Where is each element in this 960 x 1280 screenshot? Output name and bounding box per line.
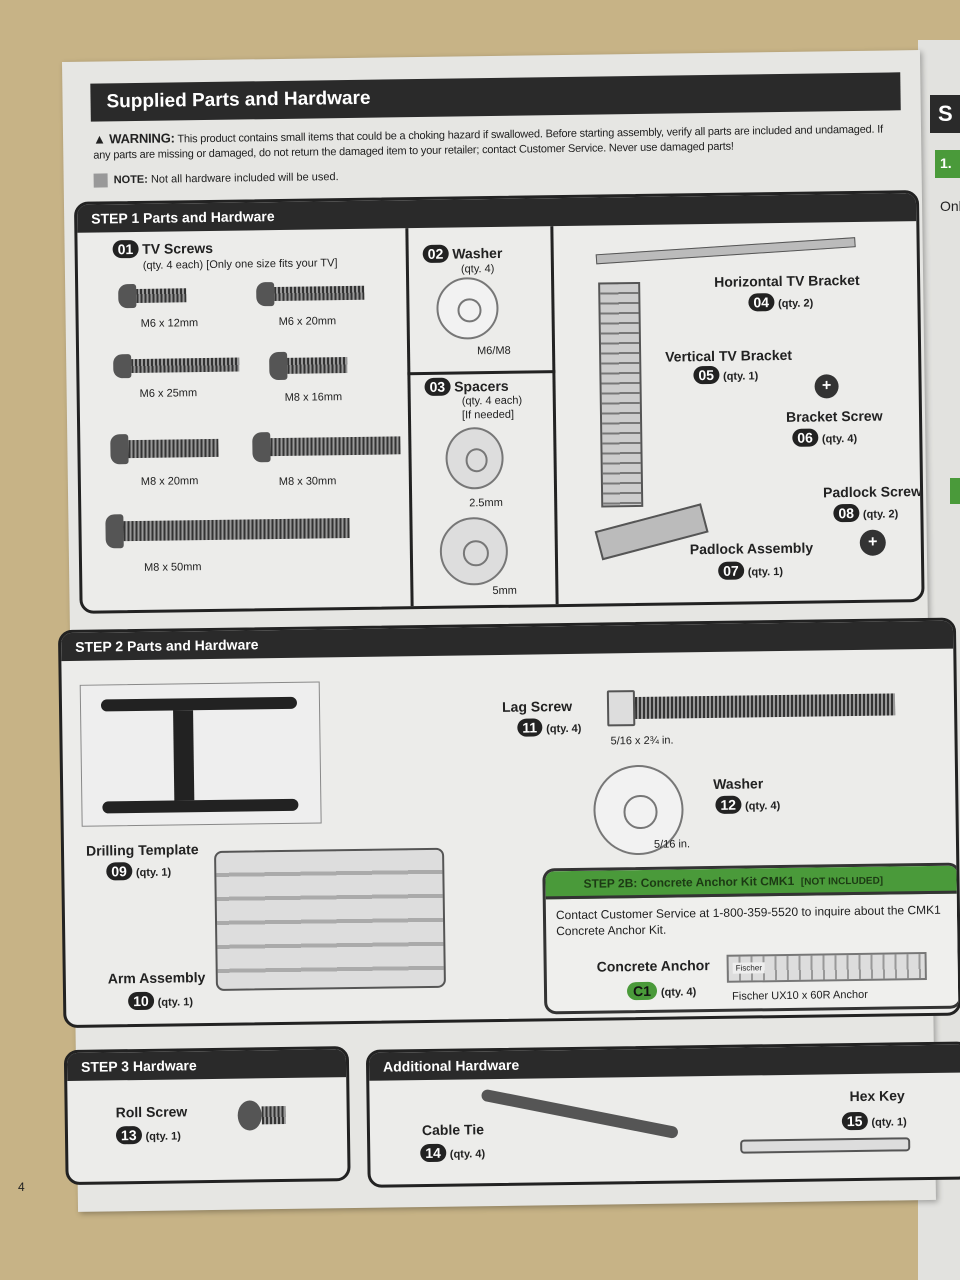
- concrete-anchor-desc: Fischer UX10 x 60R Anchor: [732, 988, 868, 1003]
- page-number: 4: [18, 1180, 25, 1194]
- next-page-text: Onl: [940, 198, 960, 214]
- horizontal-bracket-label: Horizontal TV Bracket: [714, 271, 860, 290]
- next-page-step: 1.: [935, 150, 960, 178]
- washer-qty: (qty. 4): [460, 262, 495, 276]
- bracket-screw-icon: +: [814, 374, 839, 399]
- spacer-size: 5mm: [492, 584, 517, 598]
- drilling-template-label: Drilling Template: [85, 841, 199, 859]
- note-icon: [93, 173, 108, 188]
- padlock-screw-num: 08(qty. 2): [833, 503, 898, 523]
- screw-m8x50: [105, 511, 351, 549]
- lag-screw-image: [606, 686, 912, 727]
- note-label: NOTE:: [113, 173, 148, 187]
- screw-size: M8 x 50mm: [143, 561, 202, 574]
- washer-image: [436, 276, 499, 340]
- next-page-marker: [950, 478, 960, 504]
- step2b-header: STEP 2B: Concrete Anchor Kit CMK1 [NOT I…: [545, 865, 958, 900]
- arm-assembly-label: Arm Assembly: [107, 969, 206, 987]
- tv-screws-qty: (qty. 4 each) [Only one size fits your T…: [142, 257, 338, 272]
- lag-screw-num: 11(qty. 4): [517, 718, 582, 737]
- bracket-screw-num: 06(qty. 4): [792, 428, 857, 447]
- washer2-num: 12(qty. 4): [715, 795, 780, 814]
- spacer-size: 2.5mm: [469, 496, 503, 510]
- screw-size: M8 x 20mm: [140, 475, 199, 488]
- screw-m6x25: [113, 353, 241, 379]
- additional-header: Additional Hardware: [368, 1044, 960, 1081]
- drilling-template-image: [79, 681, 322, 827]
- spacer-2.5mm-image: [445, 426, 505, 490]
- warning: ▲ WARNING: This product contains small i…: [92, 123, 883, 162]
- step2-header: STEP 2 Parts and Hardware: [60, 620, 954, 662]
- screw-m8x30: [252, 430, 402, 463]
- warning-text: This product contains small items that c…: [93, 123, 883, 162]
- next-page-title: S: [930, 95, 960, 133]
- page-title: Supplied Parts and Hardware: [90, 72, 901, 122]
- washer2-label: Washer: [713, 775, 764, 792]
- spacer-5mm-image: [439, 516, 509, 586]
- note: NOTE: Not all hardware included will be …: [93, 170, 339, 188]
- cable-tie-label: Cable Tie: [421, 1121, 485, 1139]
- not-included-tag: [NOT INCLUDED]: [800, 875, 884, 888]
- drilling-template-num: 09(qty. 1): [106, 862, 171, 881]
- hex-key-label: Hex Key: [849, 1087, 905, 1105]
- step3-panel: STEP 3 Hardware Roll Screw 13(qty. 1): [63, 1046, 351, 1186]
- vertical-bracket-num: 05(qty. 1): [693, 365, 758, 385]
- washer2-size: 5/16 in.: [653, 838, 691, 851]
- manual-page: Supplied Parts and Hardware ▲ WARNING: T…: [57, 50, 960, 1212]
- concrete-anchor-image: Fischer: [726, 952, 927, 983]
- warning-label: WARNING:: [109, 130, 175, 147]
- spacers-qty: (qty. 4 each): [461, 394, 523, 408]
- step3-header: STEP 3 Hardware: [66, 1049, 347, 1082]
- padlock-assembly-num: 07(qty. 1): [718, 561, 783, 580]
- divider: [405, 228, 414, 613]
- arm-assembly-num: 10(qty. 1): [127, 991, 193, 1011]
- screw-m6x20: [256, 281, 366, 307]
- screw-size: M6 x 12mm: [140, 317, 199, 330]
- horizontal-bracket-num: 04(qty. 2): [748, 293, 813, 312]
- washer-size: M6/M8: [476, 344, 511, 358]
- screw-m8x20: [110, 433, 220, 465]
- screw-size: M6 x 20mm: [278, 315, 337, 328]
- roll-screw-image: [237, 1100, 288, 1131]
- padlock-screw-icon: +: [859, 529, 886, 556]
- step2b-panel: STEP 2B: Concrete Anchor Kit CMK1 [NOT I…: [542, 862, 960, 1015]
- padlock-assembly-label: Padlock Assembly: [689, 539, 814, 558]
- step2-panel: STEP 2 Parts and Hardware Drilling Templ…: [57, 617, 960, 1029]
- spacers-hint: [If needed]: [461, 408, 515, 422]
- anchor-brand: Fischer: [732, 962, 766, 974]
- additional-hardware-panel: Additional Hardware Cable Tie 14(qty. 4)…: [365, 1041, 960, 1188]
- cable-tie-image: [480, 1088, 679, 1140]
- padlock-screw-label: Padlock Screw: [822, 483, 923, 501]
- screw-m8x16: [269, 351, 349, 381]
- screw-size: M8 x 30mm: [278, 475, 337, 489]
- concrete-anchor-label: Concrete Anchor: [596, 957, 710, 975]
- arm-assembly-image: [214, 847, 446, 991]
- screw-m6x12: [118, 283, 188, 309]
- hex-key-num: 15(qty. 1): [841, 1111, 907, 1131]
- lag-screw-size: 5/16 x 2¾ in.: [610, 734, 674, 748]
- screw-size: M8 x 16mm: [284, 391, 343, 404]
- roll-screw-num: 13(qty. 1): [115, 1125, 181, 1145]
- divider: [550, 226, 559, 611]
- lag-screw-label: Lag Screw: [501, 697, 573, 715]
- vertical-bracket-label: Vertical TV Bracket: [665, 346, 793, 365]
- hex-key-image: [740, 1137, 911, 1154]
- divider: [407, 370, 556, 376]
- step1-header: STEP 1 Parts and Hardware: [76, 193, 917, 233]
- horizontal-bracket-image: [595, 237, 856, 265]
- step2b-text: Contact Customer Service at 1-800-359-55…: [555, 902, 941, 939]
- cable-tie-num: 14(qty. 4): [420, 1143, 485, 1163]
- note-text: Not all hardware included will be used.: [150, 171, 339, 186]
- bracket-screw-label: Bracket Screw: [785, 407, 883, 425]
- screw-size: M6 x 25mm: [139, 387, 198, 400]
- vertical-bracket-image: [598, 281, 644, 508]
- roll-screw-label: Roll Screw: [115, 1103, 188, 1121]
- concrete-anchor-num: C1(qty. 4): [626, 981, 696, 1001]
